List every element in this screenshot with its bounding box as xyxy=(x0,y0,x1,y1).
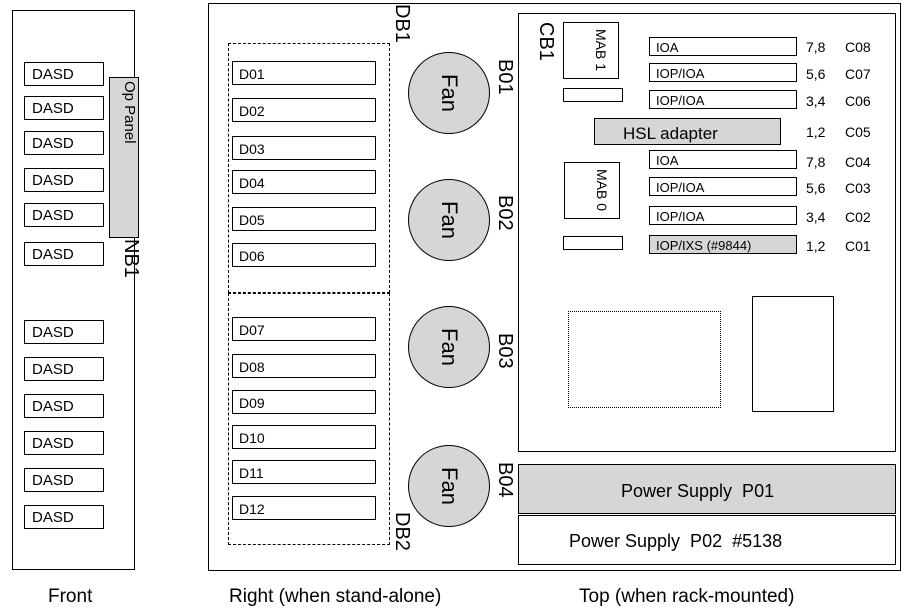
fan-position-label: B04 xyxy=(494,462,516,498)
fan-b03: Fan xyxy=(408,306,490,388)
cb1-label: CB1 xyxy=(535,22,557,61)
power-supply-p02: Power Supply P02 #5138 xyxy=(518,515,896,565)
dasd-slot: DASD xyxy=(24,96,104,120)
fan-position-label: B03 xyxy=(494,333,516,369)
slot-position: 7,8 xyxy=(806,39,826,55)
power-supply-p01: Power Supply P01 xyxy=(518,464,896,514)
dasd-slot: DASD xyxy=(24,62,104,86)
fan-label: Fan xyxy=(437,467,462,505)
disk-bay: D07 xyxy=(232,317,376,341)
disk-bay: D01 xyxy=(232,61,376,85)
card-id: C06 xyxy=(845,93,871,109)
disk-bay: D10 xyxy=(232,425,376,449)
processor-area xyxy=(568,311,721,408)
fan-b01: Fan xyxy=(408,52,490,134)
slot-position: 7,8 xyxy=(806,154,826,170)
mab1-board: MAB 1 xyxy=(563,22,619,79)
fan-label: Fan xyxy=(437,328,462,366)
card-slot-c03: IOP/IOA xyxy=(649,177,797,196)
memory-block xyxy=(752,296,834,412)
dasd-slot: DASD xyxy=(24,242,104,266)
disk-bay: D02 xyxy=(232,98,376,122)
dasd-slot: DASD xyxy=(24,320,104,344)
card-id: C01 xyxy=(845,238,871,254)
nb1-label: NB1 xyxy=(120,239,142,278)
fan-b04: Fan xyxy=(408,445,490,527)
right-view-caption: Right (when stand-alone) xyxy=(229,586,442,607)
disk-bay: D09 xyxy=(232,390,376,414)
top-view-caption: Top (when rack-mounted) xyxy=(579,586,795,607)
card-id: C04 xyxy=(845,154,871,170)
disk-bay: D08 xyxy=(232,354,376,378)
dasd-slot: DASD xyxy=(24,203,104,227)
connector xyxy=(563,88,623,102)
mab1-label: MAB 1 xyxy=(593,29,609,72)
disk-bay: D11 xyxy=(232,460,376,484)
disk-bay: D03 xyxy=(232,136,376,160)
disk-bay-group-db2 xyxy=(228,293,390,545)
slot-position: 1,2 xyxy=(806,238,826,254)
disk-bay-group-db1 xyxy=(228,43,390,293)
dasd-slot: DASD xyxy=(24,431,104,455)
disk-bay: D06 xyxy=(232,243,376,267)
dasd-slot: DASD xyxy=(24,357,104,381)
dasd-slot: DASD xyxy=(24,131,104,155)
power-supply-label: Power Supply P01 xyxy=(621,481,775,501)
dasd-slot: DASD xyxy=(24,394,104,418)
card-id: C02 xyxy=(845,209,871,225)
card-id: C07 xyxy=(845,66,871,82)
disk-bay: D05 xyxy=(232,207,376,231)
card-slot-c08: IOA xyxy=(649,37,797,56)
card-id: C08 xyxy=(845,39,871,55)
front-caption: Front xyxy=(48,586,93,607)
fan-b02: Fan xyxy=(408,179,490,261)
mab0-label: MAB 0 xyxy=(594,169,610,212)
hsl-adapter: HSL adapter xyxy=(594,118,781,145)
slot-position: 3,4 xyxy=(806,93,826,109)
card-id: C03 xyxy=(845,180,871,196)
slot-position: 3,4 xyxy=(806,209,826,225)
op-panel-label: Op Panel xyxy=(121,81,138,144)
db2-label: DB2 xyxy=(391,512,413,551)
fan-label: Fan xyxy=(437,201,462,239)
fan-label: Fan xyxy=(437,74,462,112)
slot-position: 1,2 xyxy=(806,124,826,140)
fan-position-label: B02 xyxy=(494,195,516,231)
card-slot-c04: IOA xyxy=(649,150,797,169)
disk-bay: D12 xyxy=(232,496,376,520)
connector xyxy=(563,236,623,250)
op-panel: Op Panel xyxy=(109,77,139,238)
dasd-slot: DASD xyxy=(24,505,104,529)
dasd-slot: DASD xyxy=(24,468,104,492)
card-slot-c02: IOP/IOA xyxy=(649,206,797,225)
card-slot-c01: IOP/IXS (#9844) xyxy=(649,235,797,254)
fan-position-label: B01 xyxy=(494,59,516,95)
card-id: C05 xyxy=(845,124,871,140)
slot-position: 5,6 xyxy=(806,66,826,82)
dasd-slot: DASD xyxy=(24,168,104,192)
card-slot-c06: IOP/IOA xyxy=(649,90,797,109)
slot-position: 5,6 xyxy=(806,180,826,196)
mab0-board: MAB 0 xyxy=(564,162,620,219)
disk-bay: D04 xyxy=(232,170,376,194)
power-supply-label: Power Supply P02 #5138 xyxy=(569,531,783,551)
card-slot-c07: IOP/IOA xyxy=(649,63,797,82)
db1-label: DB1 xyxy=(391,4,413,43)
